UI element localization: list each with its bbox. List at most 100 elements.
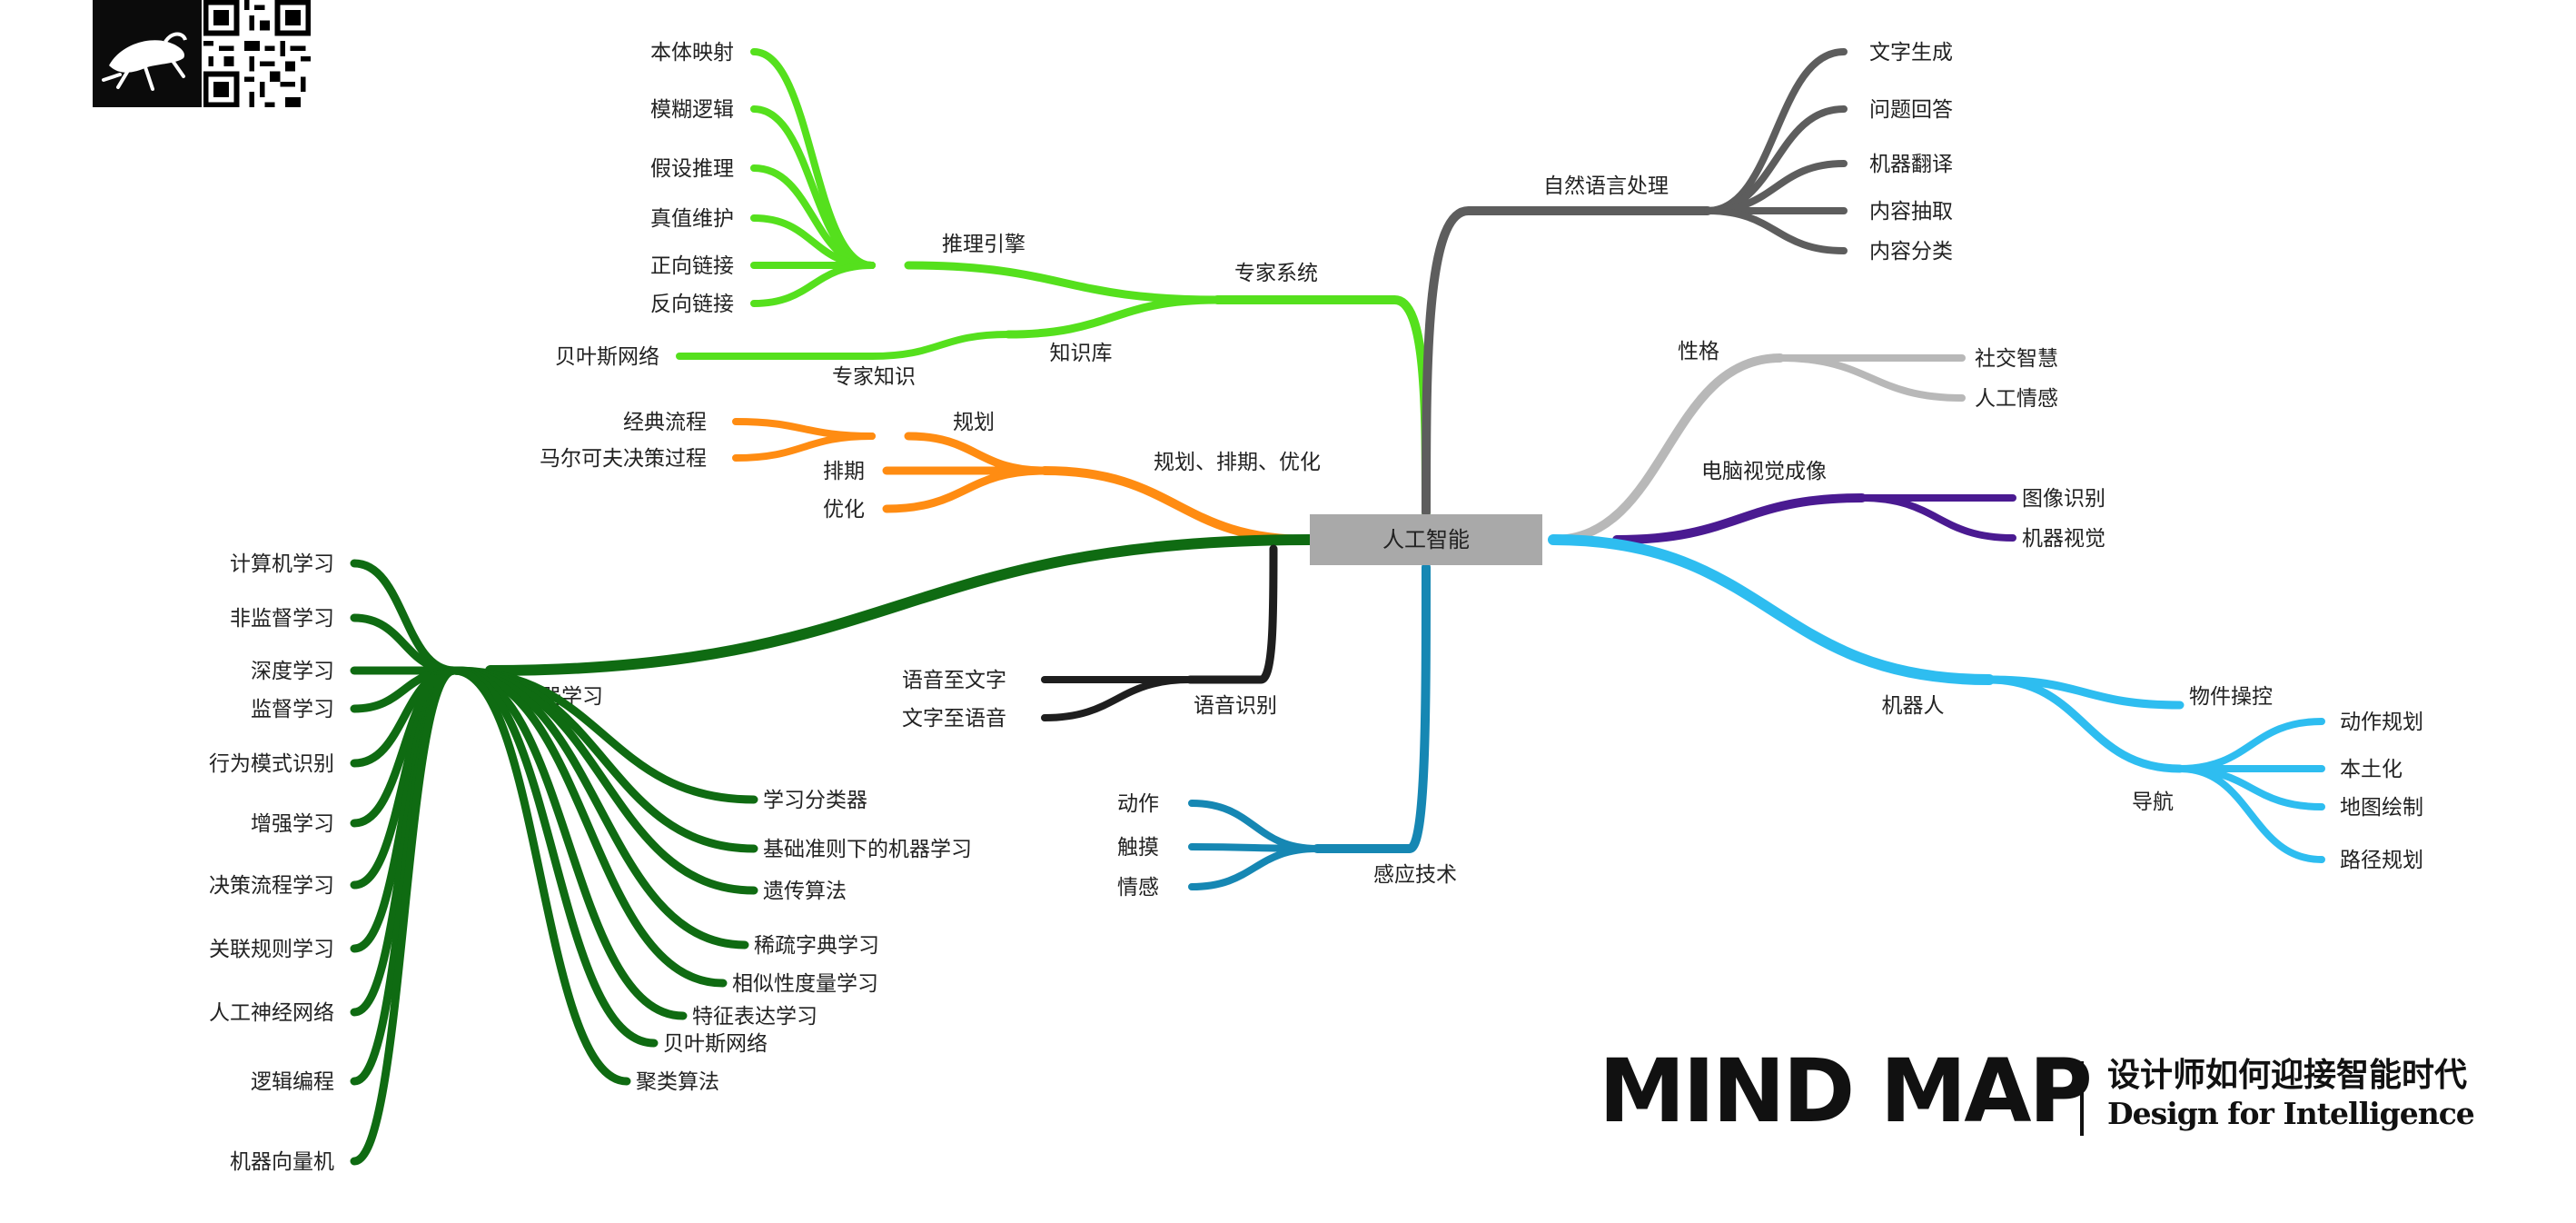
branch-line-expert-system <box>1213 295 1431 517</box>
leaf-label: 贝叶斯网络 <box>663 1032 768 1056</box>
node-expert-knowledge: 专家知识 <box>832 365 916 389</box>
connector-expert-knowledge <box>868 331 1012 360</box>
root-label: 人工智能 <box>1382 527 1470 552</box>
branch-line-computer-vision <box>1612 493 1867 544</box>
leaf-label: 文字至语音 <box>902 707 1006 731</box>
node-knowledge-base: 知识库 <box>1050 342 1113 365</box>
leaf-label: 逻辑编程 <box>251 1070 334 1094</box>
node-expert-system: 专家系统 <box>1234 262 1318 285</box>
branch-line-machine-learning <box>485 534 1315 676</box>
leaf-label: 学习分类器 <box>763 789 867 812</box>
leaf-label: 增强学习 <box>251 812 334 836</box>
connector-leaf <box>1188 845 1321 890</box>
qr-code-icon <box>202 0 312 107</box>
leaf-label: 马尔可夫决策过程 <box>540 447 707 471</box>
node-planning-scheduling: 规划、排期、优化 <box>1154 451 1321 474</box>
leaf-label: 监督学习 <box>251 698 334 721</box>
leaf-label: 地图绘制 <box>2340 796 2423 820</box>
leaf-label: 图像识别 <box>2022 487 2105 511</box>
leaf-label: 动作 <box>1117 792 1159 816</box>
leaf-label: 反向链接 <box>650 293 734 316</box>
node-inference-engine: 推理引擎 <box>942 233 1025 256</box>
connector-navigation <box>1985 675 2185 773</box>
node-scheduling: 排期 <box>823 460 865 483</box>
footer-title-block: MIND MAP 设计师如何迎接智能时代 Design for Intellig… <box>1599 1041 2525 1145</box>
connector-leaf <box>1777 354 1966 402</box>
leaf-label: 动作规划 <box>2340 711 2423 734</box>
frog-logo-icon <box>93 0 202 107</box>
leaf-label: 相似性度量学习 <box>732 972 878 996</box>
leaf-label: 特征表达学习 <box>692 1005 817 1029</box>
leaf-label: 问题回答 <box>1869 98 1953 122</box>
subtitle-chinese: 设计师如何迎接智能时代 <box>2107 1056 2468 1094</box>
leaf-label: 基础准则下的机器学习 <box>763 838 972 861</box>
leaf-label: 稀疏字典学习 <box>754 934 879 958</box>
leaf-label: 非监督学习 <box>230 607 334 631</box>
leaf-label: 正向链接 <box>650 254 734 278</box>
connector-leaf <box>1041 676 1194 721</box>
connector-leaf <box>450 666 728 988</box>
leaf-label: 语音至文字 <box>902 669 1006 692</box>
node-nlp: 自然语言处理 <box>1543 174 1669 198</box>
leaf-label: 触摸 <box>1117 836 1159 860</box>
branch-line-personality <box>1549 353 1785 544</box>
root-node <box>1310 514 1542 565</box>
connector-leaf <box>1858 494 2016 542</box>
branch-line-robotics <box>1548 534 1995 685</box>
leaf-label: 行为模式识别 <box>209 752 334 776</box>
connector-leaf <box>350 666 459 1166</box>
branch-line-speech-recognition <box>1185 544 1278 684</box>
connector-optimization <box>882 466 1049 513</box>
node-object-manipulation: 物件操控 <box>2189 685 2273 709</box>
connector-leaf <box>1188 800 1321 852</box>
leaf-label: 贝叶斯网络 <box>555 345 659 369</box>
node-sensing-tech: 感应技术 <box>1373 863 1457 887</box>
connector-inference-engine <box>904 261 1222 304</box>
branch-line-sensing <box>1313 562 1431 853</box>
connector-leaf <box>450 666 659 1048</box>
leaf-label: 本体映射 <box>650 41 734 65</box>
leaf-label: 模糊逻辑 <box>650 98 734 122</box>
leaf-label: 人工神经网络 <box>209 1001 334 1025</box>
leaf-label: 社交智慧 <box>1975 347 2058 371</box>
connector-leaf <box>450 666 688 1020</box>
node-personality: 性格 <box>1678 340 1719 363</box>
leaf-label: 关联规则学习 <box>209 938 334 961</box>
node-computer-vision: 电脑视觉成像 <box>1701 460 1827 483</box>
node-planning: 规划 <box>953 411 995 434</box>
leaf-label: 路径规划 <box>2340 849 2423 872</box>
subtitle-english: Design for Intelligence <box>2107 1096 2475 1131</box>
leaf-label: 机器视觉 <box>2022 527 2105 551</box>
leaf-label: 情感 <box>1117 876 1159 900</box>
connector-leaf <box>750 262 876 307</box>
branch-line-planning <box>1040 466 1314 544</box>
leaf-label: 假设推理 <box>650 157 734 181</box>
leaf-label: 文字生成 <box>1869 41 1953 65</box>
leaf-label: 人工情感 <box>1975 387 2058 411</box>
leaf-label: 计算机学习 <box>230 552 334 576</box>
mind-map-title: MIND MAP <box>1599 1040 2093 1142</box>
connector-leaf <box>2176 718 2325 772</box>
leaf-label: 机器向量机 <box>230 1150 334 1174</box>
leaf-label: 遗传算法 <box>763 880 847 903</box>
node-optimization: 优化 <box>823 498 865 522</box>
leaf-label: 真值维护 <box>650 207 734 231</box>
connector-leaf <box>450 666 631 1086</box>
node-robotics: 机器人 <box>1882 694 1945 718</box>
connector-leaf <box>1704 207 1848 254</box>
leaf-label: 内容抽取 <box>1869 200 1953 224</box>
leaf-label: 本土化 <box>2340 758 2403 781</box>
leaf-label: 聚类算法 <box>636 1070 719 1094</box>
leaf-label: 内容分类 <box>1869 240 1953 263</box>
leaf-label: 深度学习 <box>251 660 334 683</box>
branch-line-nlp <box>1422 206 1712 517</box>
leaf-label: 机器翻译 <box>1869 153 1953 176</box>
node-navigation: 导航 <box>2132 790 2174 814</box>
connector-leaf <box>732 433 876 462</box>
connector-planning <box>904 432 1049 475</box>
title-divider <box>2080 1061 2084 1136</box>
leaf-label: 经典流程 <box>623 411 707 434</box>
connector-leaf <box>2176 765 2325 863</box>
